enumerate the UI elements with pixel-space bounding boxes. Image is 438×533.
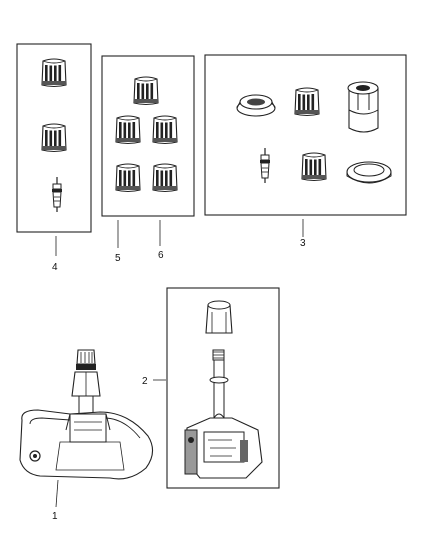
valve-cap-icon [41,58,67,88]
grommet-icon [236,94,276,117]
valve-cap-icon [115,163,141,193]
callout-3: 3 [300,238,306,249]
callout-5: 5 [115,253,121,264]
leader-line-1 [55,479,59,508]
valve-cap-icon [152,115,178,145]
valve-cap-icon [301,152,327,182]
tpms-sensor-assembled-icon [19,349,154,480]
callout-1: 1 [52,511,58,522]
hex-nut-icon [347,81,379,133]
seal-washer-icon [346,161,392,184]
kit-box-2 [166,287,280,489]
tpms-sensor-exploded-icon [184,300,263,479]
callout-6: 6 [158,250,164,261]
kit-box-3 [204,54,407,216]
valve-cap-icon [133,76,159,106]
callout-4: 4 [52,262,58,273]
valve-core-icon [259,147,271,184]
kit-box-4 [16,43,92,233]
callout-2: 2 [142,376,148,387]
valve-core-icon [51,176,63,213]
valve-cap-icon [294,87,320,117]
valve-cap-icon [41,123,67,153]
valve-cap-icon [115,115,141,145]
kit-box-5-6 [101,55,195,217]
valve-cap-icon [152,163,178,193]
